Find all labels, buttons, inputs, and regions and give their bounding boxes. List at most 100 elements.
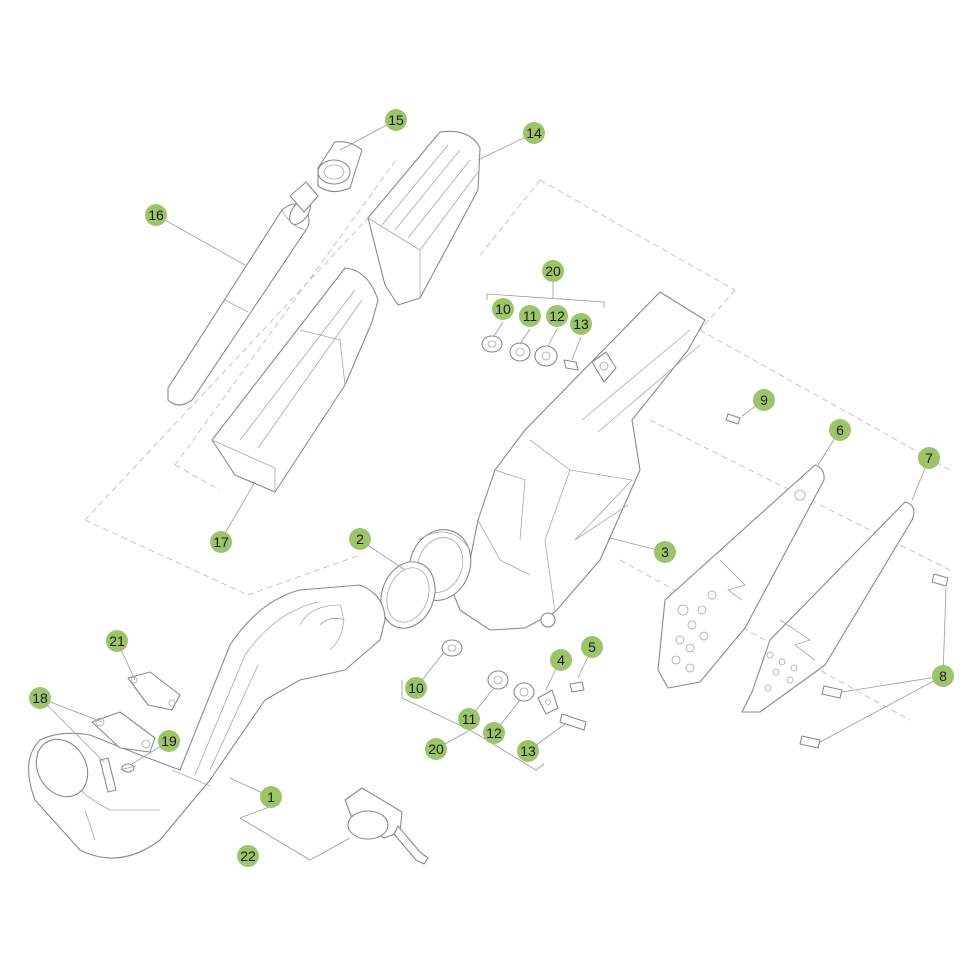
callout-label: 13 xyxy=(520,743,536,759)
callout-label: 4 xyxy=(557,652,565,668)
callout-19: 19 xyxy=(158,730,180,752)
part-14-heat-shield-upper xyxy=(367,130,481,306)
part-15-sleeve xyxy=(317,141,363,193)
callout-label: 10 xyxy=(495,301,511,317)
callout-20-bottom: 20 xyxy=(425,738,447,760)
callout-7: 7 xyxy=(918,447,940,469)
callout-circle xyxy=(570,313,592,335)
callout-circle xyxy=(210,531,232,553)
callout-6: 6 xyxy=(829,419,851,441)
callout-label: 8 xyxy=(939,668,947,684)
grommet-11-top xyxy=(509,342,531,362)
callout-circle xyxy=(546,305,568,327)
callout-21: 21 xyxy=(106,630,128,652)
part-18-flange xyxy=(91,711,156,793)
callout-circle xyxy=(260,786,282,808)
callout-18: 18 xyxy=(29,687,51,709)
end-shield-holes xyxy=(764,651,798,692)
callout-label: 7 xyxy=(925,450,933,466)
callout-label: 3 xyxy=(661,544,669,560)
callout-label: 20 xyxy=(545,263,561,279)
callout-label: 11 xyxy=(523,308,538,324)
callout-label: 21 xyxy=(109,633,125,649)
callout-circle xyxy=(458,708,480,730)
callout-16: 16 xyxy=(145,204,167,226)
callout-9: 9 xyxy=(753,389,775,411)
callout-circle xyxy=(483,722,505,744)
callout-12-bottom: 12 xyxy=(483,722,505,744)
screw-5 xyxy=(569,681,585,693)
callout-circle xyxy=(753,389,775,411)
callout-circle xyxy=(405,677,427,699)
part-1-header-pipe xyxy=(28,584,386,859)
washer-12-bottom xyxy=(513,682,535,702)
callout-label: 18 xyxy=(32,690,48,706)
callout-label: 16 xyxy=(148,207,164,223)
bolt-13-top xyxy=(563,359,579,371)
callout-label: 11 xyxy=(462,711,477,727)
callout-label: 1 xyxy=(267,789,275,805)
screw-8-a xyxy=(931,573,949,587)
callout-label: 20 xyxy=(428,741,444,757)
callout-10-top: 10 xyxy=(492,298,514,320)
callout-11-top: 11 xyxy=(519,305,541,327)
callout-circle xyxy=(158,730,180,752)
callout-4: 4 xyxy=(550,649,572,671)
callout-12-top: 12 xyxy=(546,305,568,327)
callout-13-top: 13 xyxy=(570,313,592,335)
part-2-gasket-ring xyxy=(380,561,436,629)
callout-15: 15 xyxy=(385,109,407,131)
screws-8-9 xyxy=(725,413,949,749)
hardware-top-stack xyxy=(481,335,579,371)
screw-9 xyxy=(725,413,741,425)
screw-8-c xyxy=(799,735,821,749)
callout-11-bottom: 11 xyxy=(458,708,480,730)
callout-label: 9 xyxy=(760,392,768,408)
callout-label: 12 xyxy=(486,725,502,741)
washer-12-top xyxy=(534,345,558,367)
part-16-tail-pipe xyxy=(167,181,319,406)
hardware-bottom-stack xyxy=(441,639,587,731)
callout-20-top: 20 xyxy=(542,260,564,282)
side-plate-holes xyxy=(671,590,717,673)
callout-circle xyxy=(145,204,167,226)
callout-circle xyxy=(349,528,371,550)
callout-circle xyxy=(385,109,407,131)
callout-circle xyxy=(829,419,851,441)
part-3-muffler xyxy=(451,291,706,631)
callout-22: 22 xyxy=(237,845,259,867)
callout-label: 6 xyxy=(836,422,844,438)
callouts: 15 14 16 20 10 11 12 13 9 6 7 17 2 3 4 5… xyxy=(29,109,954,867)
callout-label: 13 xyxy=(573,316,589,332)
callout-14: 14 xyxy=(523,122,545,144)
callout-circle xyxy=(581,636,603,658)
washer-10-bottom xyxy=(441,639,463,657)
part-7-end-shield xyxy=(741,501,915,713)
callout-label: 2 xyxy=(356,531,364,547)
part-6-side-plate xyxy=(657,464,825,689)
assembly-guide-lines xyxy=(84,159,951,721)
callout-circle xyxy=(918,447,940,469)
callout-17: 17 xyxy=(210,531,232,553)
callout-label: 17 xyxy=(213,534,229,550)
callout-label: 12 xyxy=(549,308,565,324)
callout-circle xyxy=(237,845,259,867)
callout-circle xyxy=(29,687,51,709)
part-19-clip xyxy=(119,763,137,773)
callout-label: 5 xyxy=(588,639,596,655)
callout-circle xyxy=(932,665,954,687)
part-22-sensor xyxy=(344,787,429,865)
bracket-4 xyxy=(537,689,559,715)
bolt-13-bottom xyxy=(559,713,587,731)
callout-label: 22 xyxy=(240,848,256,864)
callout-circle xyxy=(523,122,545,144)
callout-1: 1 xyxy=(260,786,282,808)
callout-circle xyxy=(425,738,447,760)
callout-label: 10 xyxy=(408,680,424,696)
callout-circle xyxy=(654,541,676,563)
callout-2: 2 xyxy=(349,528,371,550)
callout-label: 15 xyxy=(388,112,404,128)
callout-circle xyxy=(106,630,128,652)
callout-label: 14 xyxy=(526,125,542,141)
